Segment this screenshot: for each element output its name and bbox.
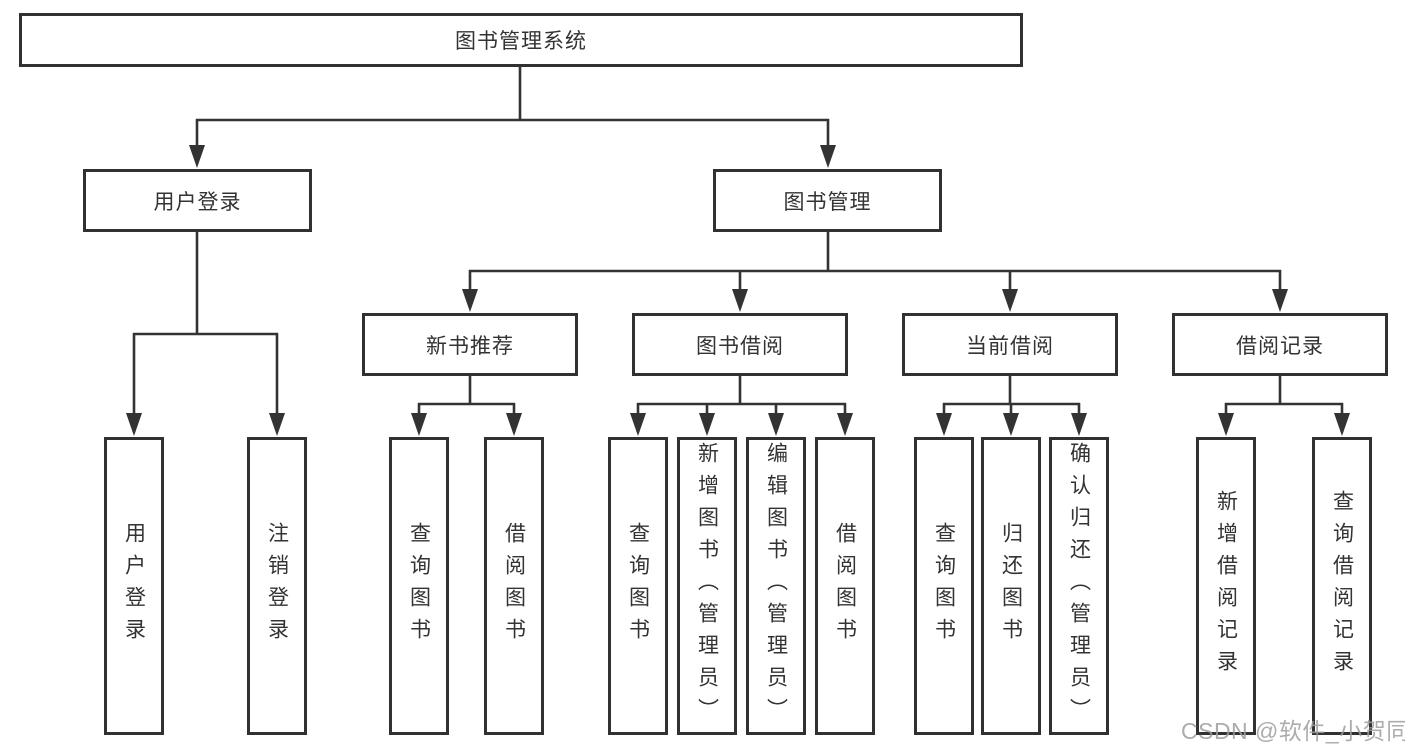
- arrowhead: [732, 289, 748, 312]
- node-book-management-branch: 图书管理: [713, 169, 942, 232]
- node-label: 新书推荐: [426, 334, 514, 358]
- arrowhead: [630, 413, 646, 436]
- node-add-borrow-record: 新增借阅记录: [1196, 437, 1256, 735]
- connector-borrow-records-children: [1218, 375, 1350, 436]
- node-query-books-recommend: 查询图书: [389, 437, 449, 735]
- node-label: 查询图书: [626, 522, 650, 650]
- node-add-books-admin: 新增图书（管理员）: [677, 437, 737, 735]
- arrowhead: [1071, 413, 1087, 436]
- arrowhead: [699, 413, 715, 436]
- arrowhead: [189, 145, 205, 168]
- node-edit-books-admin: 编辑图书（管理员）: [746, 437, 806, 735]
- node-label: 注销登录: [265, 522, 289, 650]
- node-logout-leaf: 注销登录: [247, 437, 307, 735]
- arrowhead: [506, 413, 522, 436]
- arrowhead: [1272, 289, 1288, 312]
- connector-book-borrow-children: [630, 375, 853, 436]
- node-label: 借阅图书: [833, 522, 857, 650]
- node-label: 查询图书: [932, 522, 956, 650]
- arrowhead: [269, 413, 285, 436]
- node-label: 查询图书: [407, 522, 431, 650]
- arrowhead: [820, 145, 836, 168]
- node-label: 图书管理系统: [455, 30, 587, 53]
- node-label: 借阅图书: [502, 522, 526, 650]
- arrowhead: [936, 413, 952, 436]
- connector-root-to-level2: [189, 67, 836, 168]
- arrowhead: [1002, 289, 1018, 312]
- node-borrowing-records: 借阅记录: [1172, 313, 1388, 376]
- node-label: 图书借阅: [696, 334, 784, 358]
- node-label: 用户登录: [122, 522, 146, 650]
- node-query-borrow-record: 查询借阅记录: [1312, 437, 1372, 735]
- node-library-system-root: 图书管理系统: [19, 13, 1023, 67]
- node-user-login-leaf: 用户登录: [104, 437, 164, 735]
- arrowhead: [1334, 413, 1350, 436]
- node-label: 用户登录: [153, 190, 242, 214]
- node-label: 借阅记录: [1236, 334, 1324, 358]
- arrowhead: [1218, 413, 1234, 436]
- arrowhead: [462, 289, 478, 312]
- node-label: 编辑图书（管理员）: [764, 442, 788, 730]
- arrowhead: [768, 413, 784, 436]
- node-return-books: 归还图书: [981, 437, 1041, 735]
- connector-current-borrow-children: [936, 375, 1087, 436]
- node-current-borrowing: 当前借阅: [902, 313, 1118, 376]
- node-label: 归还图书: [999, 522, 1023, 650]
- connector-book-management-children: [462, 232, 1288, 312]
- node-label: 确认归还（管理员）: [1067, 442, 1091, 730]
- node-label: 查询借阅记录: [1330, 490, 1354, 682]
- node-label: 当前借阅: [966, 334, 1054, 358]
- node-confirm-return-admin: 确认归还（管理员）: [1049, 437, 1109, 735]
- connector-user-login-children: [126, 232, 285, 436]
- node-query-books-borrow: 查询图书: [608, 437, 668, 735]
- arrowhead: [837, 413, 853, 436]
- node-label: 图书管理: [783, 190, 872, 214]
- connector-new-book-recommend-children: [411, 375, 522, 436]
- node-borrow-books-leaf: 借阅图书: [815, 437, 875, 735]
- node-label: 新增借阅记录: [1214, 490, 1238, 682]
- node-borrow-books-recommend: 借阅图书: [484, 437, 544, 735]
- node-new-book-recommend: 新书推荐: [362, 313, 578, 376]
- csdn-watermark: CSDN @软件_小贺同学: [1181, 718, 1405, 744]
- node-book-borrowing: 图书借阅: [632, 313, 848, 376]
- node-query-books-current: 查询图书: [914, 437, 974, 735]
- arrowhead: [1003, 413, 1019, 436]
- arrowhead: [126, 413, 142, 436]
- node-label: 新增图书（管理员）: [695, 442, 719, 730]
- arrowhead: [411, 413, 427, 436]
- node-user-login-branch: 用户登录: [83, 169, 312, 232]
